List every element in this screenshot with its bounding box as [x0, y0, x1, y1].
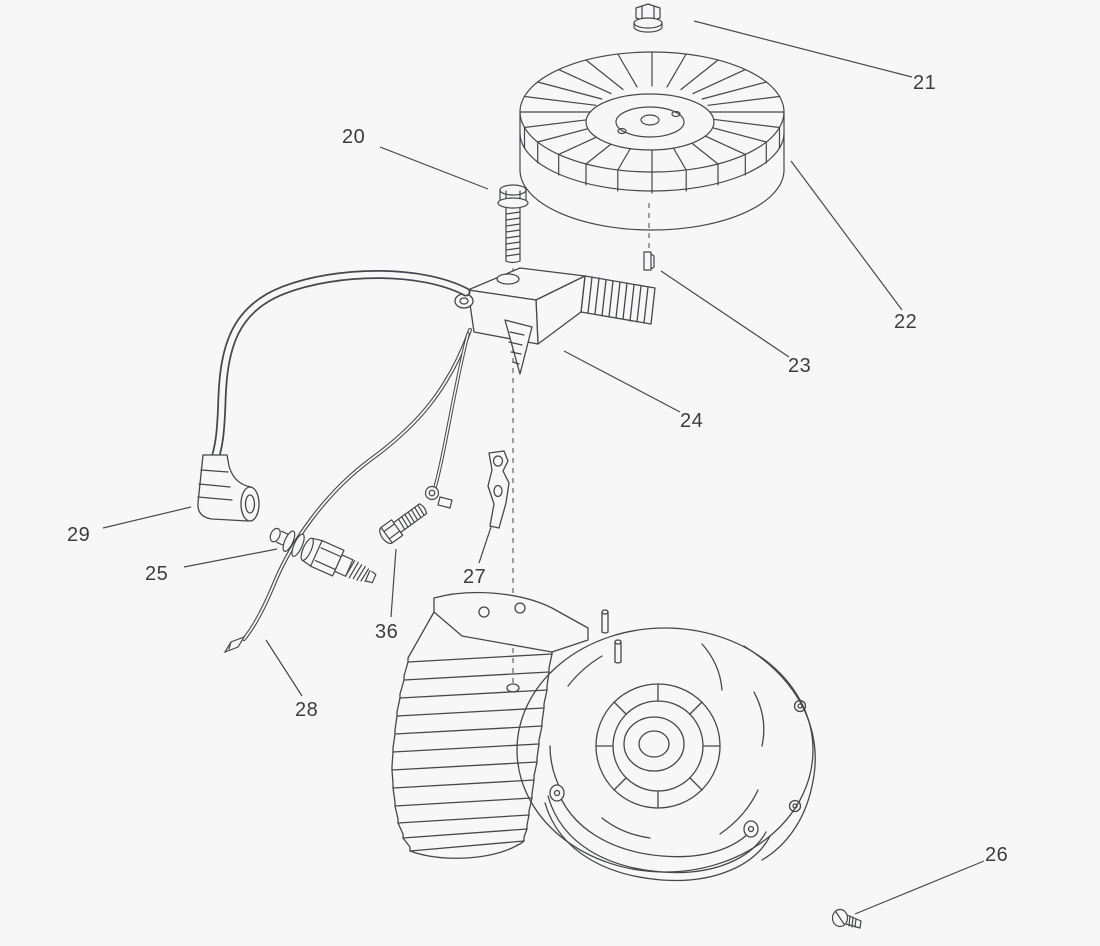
callout-label-28: 28: [295, 699, 319, 721]
blower-housing-illustration: [516, 627, 816, 882]
housing-screw-illustration: [831, 908, 862, 929]
flywheel-illustration: [519, 51, 785, 231]
callout-label-27: 27: [463, 566, 487, 588]
spark-plug-illustration: [269, 527, 377, 584]
callout-label-26: 26: [985, 844, 1009, 866]
callout-label-22: 22: [894, 311, 918, 333]
callout-label-24: 24: [680, 410, 704, 432]
cylinder-illustration: [391, 591, 622, 859]
spark-plug-boot-illustration: [197, 454, 260, 522]
callout-label-23: 23: [788, 355, 812, 377]
mounting-bolt-illustration: [497, 184, 529, 264]
flywheel-key-illustration: [643, 251, 655, 271]
callout-label-36: 36: [375, 621, 399, 643]
callout-label-20: 20: [342, 126, 366, 148]
ignition-coil-illustration: [454, 267, 656, 375]
flywheel-nut-illustration: [633, 3, 663, 33]
callout-label-25: 25: [145, 563, 169, 585]
spark-plug-wire-illustration: [208, 270, 471, 468]
leader-line-24: [563, 350, 681, 413]
leader-line-29: [102, 506, 192, 529]
leader-line-22: [790, 160, 903, 311]
leader-lines: [102, 20, 985, 915]
terminal-lead-illustration: [424, 332, 470, 509]
terminal-bolt-illustration: [379, 503, 428, 544]
ground-wire-illustration: [223, 328, 472, 654]
leader-line-36: [390, 548, 397, 618]
center-axis-dashed-lines: [512, 203, 650, 684]
leader-line-26: [854, 860, 985, 915]
leader-line-25: [183, 548, 278, 568]
callout-label-21: 21: [913, 72, 937, 94]
leader-line-27: [478, 526, 492, 564]
bracket-clip-illustration: [487, 450, 510, 529]
leader-line-20: [379, 146, 489, 190]
leader-line-23: [660, 270, 790, 358]
leader-line-28: [265, 639, 303, 697]
leader-line-21: [693, 20, 913, 78]
callout-label-29: 29: [67, 524, 91, 546]
